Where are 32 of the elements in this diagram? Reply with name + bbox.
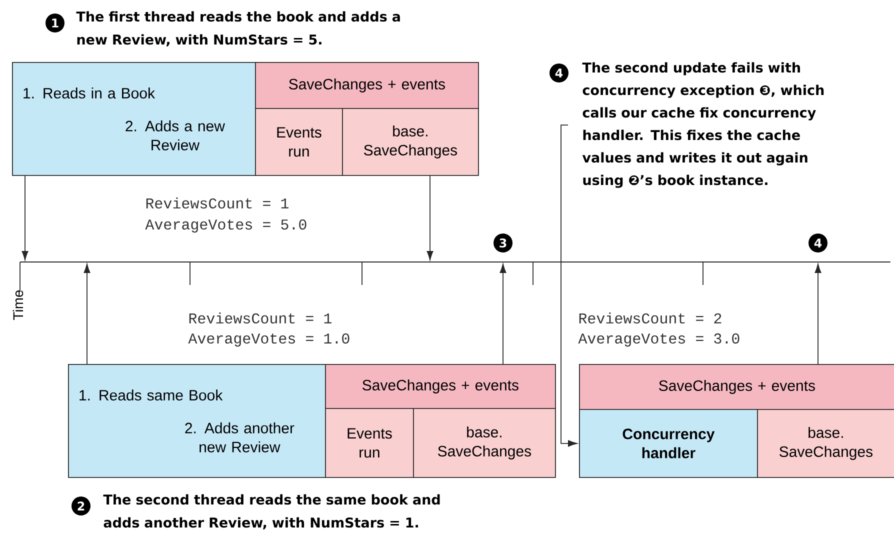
value-text: ReviewsCount = 2 [579, 312, 722, 324]
handler-box: Concurrency handler [579, 409, 758, 478]
annotation-text: The second thread reads the same book and adds another Review, with NumStars = 1. [103, 494, 440, 530]
value-text: ReviewsCount = 1 [146, 198, 288, 208]
step-box: 1. Reads same Book 2. Adds another new Review [68, 364, 326, 478]
step-box: 1. Reads in a Book 2. Adds a new Review [12, 62, 256, 176]
callout-number: 3 [494, 234, 512, 252]
stage-box: Events run [255, 108, 343, 176]
callout-number: 4 [550, 64, 568, 82]
stage-box: base. SaveChanges [757, 409, 894, 478]
stage-box: Events run [325, 408, 414, 478]
leader-line [560, 124, 578, 447]
callout-number: 4 [808, 234, 828, 252]
callout-number: 2 [72, 496, 90, 516]
arrow [84, 264, 90, 364]
stage-box: SaveChanges + events [579, 364, 894, 410]
stage-box: base. SaveChanges [413, 408, 556, 478]
annotation-text: The second update fails with concurrency exception ❸, which calls our cache fix concurrency handler. This fixes the cache values and writes it out again using ❷’s book instance. [582, 62, 824, 188]
value-text: AverageVotes = 3.0 [578, 333, 740, 347]
axis-label: Time [12, 290, 24, 320]
arrow [426, 175, 434, 260]
arrow [22, 175, 28, 260]
value-text: AverageVotes = 1.0 [188, 333, 350, 347]
value-text: ReviewsCount = 1 [189, 312, 332, 324]
stage-box: SaveChanges + events [325, 364, 556, 409]
arrow [814, 264, 822, 364]
value-text: AverageVotes = 5.0 [145, 219, 306, 233]
callout-number: 1 [46, 14, 64, 32]
annotation-text: The first thread reads the book and adds a new Review, with NumStars = 5. [76, 11, 400, 46]
stage-box: SaveChanges + events [255, 62, 479, 109]
arrow [500, 264, 506, 364]
stage-box: base. SaveChanges [342, 108, 479, 176]
